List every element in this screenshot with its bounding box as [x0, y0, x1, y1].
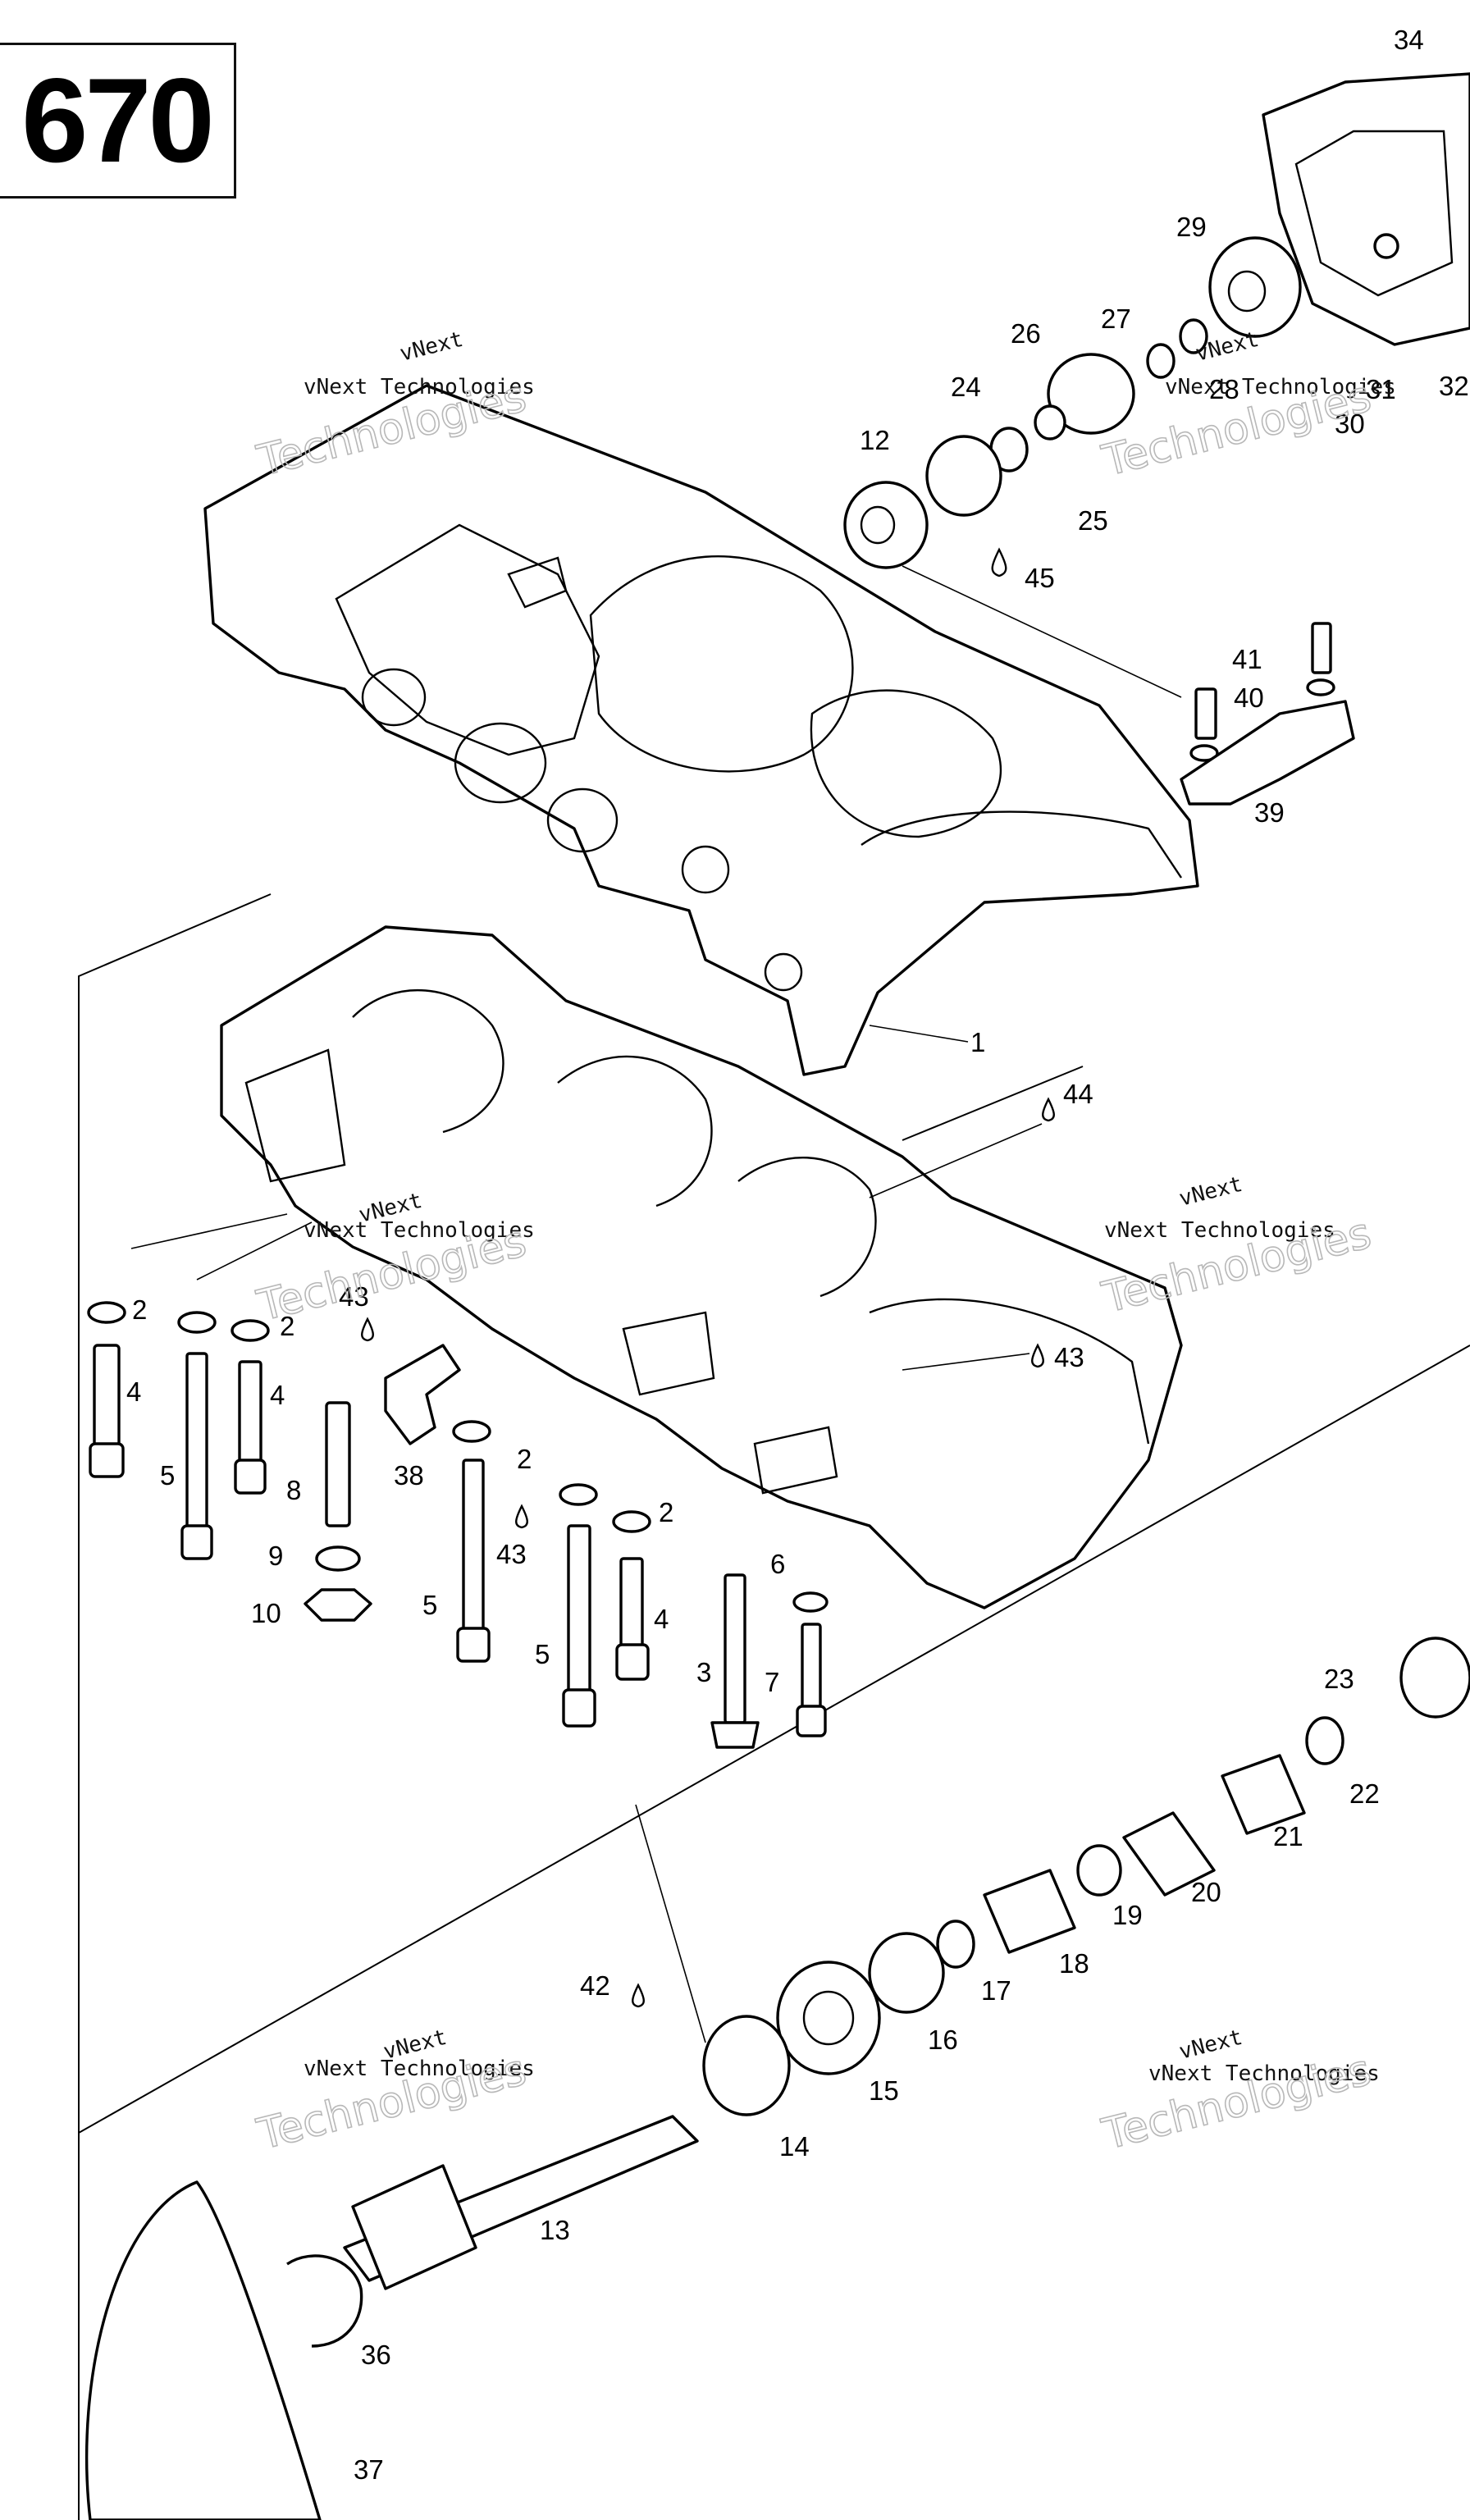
- callout-27: 27: [1101, 304, 1131, 334]
- callout-43: 43: [496, 1539, 527, 1569]
- callout-12: 12: [860, 425, 890, 455]
- callout-22: 22: [1349, 1778, 1380, 1809]
- callout-6: 6: [770, 1549, 785, 1579]
- callout-14: 14: [779, 2131, 810, 2162]
- callout-13: 13: [540, 2215, 570, 2245]
- watermark-text: vNext Technologies: [1165, 375, 1396, 399]
- callout-17: 17: [981, 1975, 1011, 2006]
- callout-25: 25: [1078, 505, 1108, 536]
- callout-16: 16: [928, 2025, 958, 2055]
- diagram-code: 670: [21, 53, 215, 187]
- callout-45: 45: [1025, 563, 1055, 593]
- callout-31: 31: [1366, 374, 1396, 404]
- frame-lines: [78, 893, 1470, 2520]
- callout-5: 5: [160, 1460, 175, 1491]
- oil-drop-icon: [1042, 1097, 1055, 1122]
- callout-2: 2: [517, 1444, 532, 1474]
- callout-32: 32: [1439, 371, 1469, 401]
- callout-2: 2: [132, 1294, 147, 1325]
- callout-24: 24: [951, 372, 981, 402]
- callout-42: 42: [580, 1970, 610, 2001]
- oil-drop-icon: [632, 1983, 645, 2008]
- oil-drop-icons: [361, 547, 1055, 2008]
- callout-4: 4: [654, 1604, 669, 1634]
- upper-crankcase: [203, 384, 1199, 1076]
- callout-3: 3: [696, 1657, 711, 1687]
- callout-18: 18: [1059, 1948, 1089, 1979]
- callout-19: 19: [1112, 1900, 1143, 1930]
- callout-labels: 1 2 2 2 2 3 4 4 4 5 5 5 6 7 8 9 10 12 13…: [126, 25, 1469, 2485]
- callout-15: 15: [869, 2075, 899, 2106]
- callout-30: 30: [1335, 409, 1365, 439]
- watermark-vnext: vNext: [397, 327, 465, 367]
- callout-2: 2: [280, 1311, 294, 1341]
- callout-36: 36: [361, 2340, 391, 2370]
- callout-4: 4: [270, 1380, 285, 1410]
- callout-41: 41: [1232, 644, 1262, 674]
- callout-38: 38: [394, 1460, 424, 1491]
- diagram-code-box: 670: [0, 43, 236, 199]
- callout-21: 21: [1273, 1821, 1303, 1851]
- callout-37: 37: [354, 2454, 384, 2485]
- callout-44: 44: [1063, 1079, 1093, 1109]
- pump-assembly-parts: [843, 72, 1470, 569]
- shaft-assembly: [85, 1637, 1470, 2520]
- watermark-text: vNext Technologies: [304, 375, 535, 399]
- watermark-text: vNext Technologies: [304, 2057, 535, 2081]
- bracket-parts: [1180, 622, 1355, 806]
- watermark-text: vNext Technologies: [1148, 2061, 1380, 2086]
- callout-9: 9: [268, 1541, 283, 1571]
- watermark-text: vNext Technologies: [304, 1218, 535, 1243]
- callout-26: 26: [1011, 318, 1041, 349]
- leader-lines: [130, 565, 1182, 2043]
- oil-drop-icon: [515, 1504, 528, 1529]
- callout-8: 8: [286, 1475, 301, 1505]
- oil-drop-icon: [1031, 1343, 1044, 1368]
- callout-34: 34: [1394, 25, 1424, 55]
- oil-drop-icon: [991, 547, 1007, 578]
- watermark-text: vNext Technologies: [1104, 1218, 1335, 1243]
- callout-20: 20: [1191, 1877, 1221, 1907]
- callout-39: 39: [1254, 797, 1285, 828]
- callout-43: 43: [339, 1281, 369, 1312]
- callout-43: 43: [1054, 1342, 1084, 1372]
- callout-7: 7: [765, 1667, 779, 1697]
- callout-28: 28: [1209, 374, 1239, 404]
- callout-40: 40: [1234, 682, 1264, 713]
- lower-crankcase: [220, 925, 1183, 1609]
- oil-drop-icon: [361, 1317, 374, 1342]
- callout-2: 2: [659, 1497, 673, 1527]
- watermark-vnext: vNext: [1176, 1172, 1244, 1212]
- callout-4: 4: [126, 1376, 141, 1407]
- bolts-and-washers: [87, 1301, 829, 1749]
- callout-1: 1: [970, 1027, 985, 1057]
- callout-23: 23: [1324, 1664, 1354, 1694]
- callout-5: 5: [535, 1639, 550, 1669]
- callout-5: 5: [422, 1590, 437, 1620]
- callout-10: 10: [251, 1598, 281, 1628]
- watermark-vnext: vNext: [1176, 2025, 1244, 2065]
- callout-29: 29: [1176, 212, 1207, 242]
